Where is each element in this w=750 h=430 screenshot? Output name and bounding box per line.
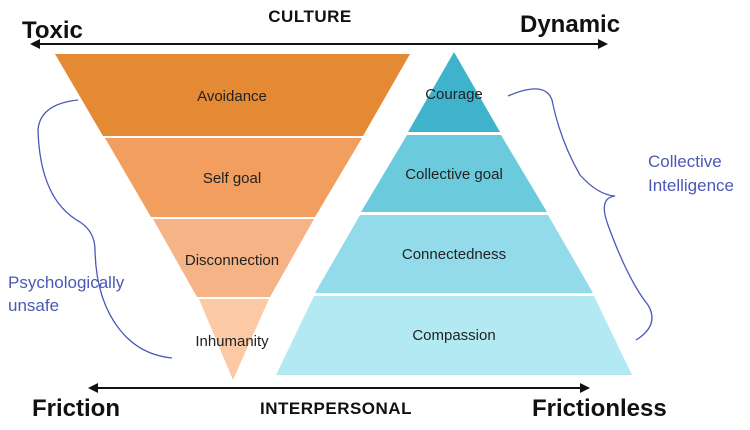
right-curly-bracket	[507, 88, 653, 341]
layer-collective-goal	[361, 135, 547, 212]
label-self-goal: Self goal	[203, 170, 261, 187]
label-courage: Courage	[425, 86, 483, 103]
pyramid	[276, 52, 632, 375]
interpersonal-axis-title: INTERPERSONAL	[260, 399, 412, 418]
interpersonal-axis-arrow	[88, 383, 590, 393]
label-compassion: Compassion	[412, 327, 495, 344]
label-inhumanity: Inhumanity	[195, 333, 269, 350]
layer-connectedness	[315, 215, 593, 293]
frictionless-label: Frictionless	[532, 395, 667, 422]
layer-inhumanity	[199, 299, 269, 380]
layer-self-goal	[105, 138, 362, 217]
culture-axis-arrow	[30, 39, 608, 49]
psychologically-unsafe-line1: Psychologically	[8, 273, 125, 292]
label-connectedness: Connectedness	[402, 246, 506, 263]
label-avoidance: Avoidance	[197, 88, 267, 105]
layer-avoidance	[55, 54, 410, 136]
friction-label: Friction	[32, 395, 120, 422]
label-disconnection: Disconnection	[185, 252, 279, 269]
collective-intelligence-line2: Intelligence	[648, 176, 734, 195]
dynamic-label: Dynamic	[520, 11, 620, 38]
toxic-label: Toxic	[22, 17, 83, 44]
collective-intelligence-line1: Collective	[648, 152, 722, 171]
label-collective-goal: Collective goal	[405, 166, 503, 183]
layer-disconnection	[153, 219, 314, 297]
layer-courage	[408, 52, 500, 132]
culture-axis-title: CULTURE	[268, 7, 351, 26]
psychologically-unsafe-line2: unsafe	[8, 296, 59, 315]
layer-compassion	[276, 296, 632, 375]
left-curly-bracket	[37, 99, 173, 359]
inverted-triangle	[55, 54, 410, 380]
